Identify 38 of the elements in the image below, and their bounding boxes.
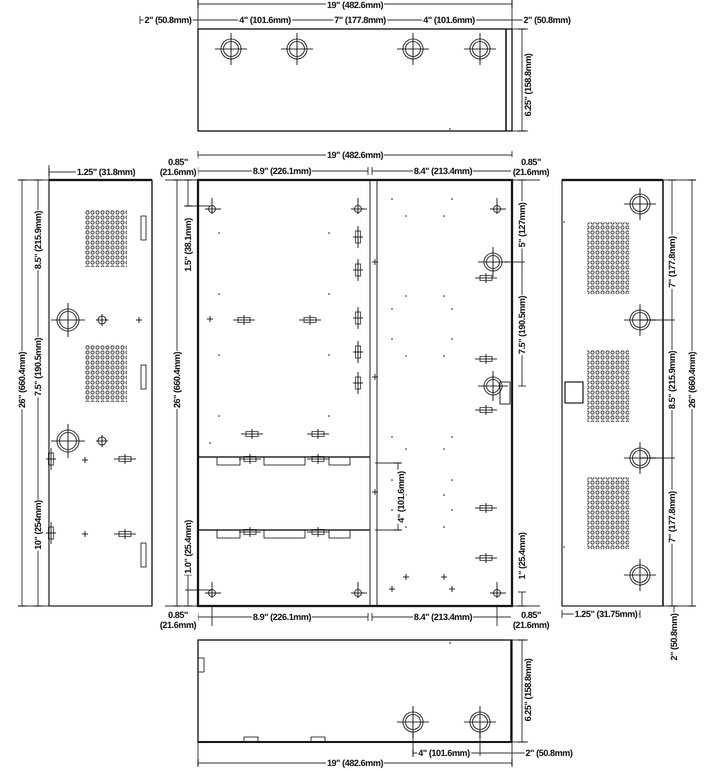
dimension-label: 7.5" (190.5mm) (517, 294, 527, 356)
dimension-label: 1.0" (25.4mm) (183, 519, 193, 575)
dimension-label: 4" (101.6mm) (417, 748, 471, 758)
dimension-label: 5" (127mm) (517, 202, 527, 248)
dimension-label: 19" (482.6mm) (326, 758, 384, 768)
dimension-label: 26" (660.4mm) (172, 350, 182, 410)
dimension-label: 10" (254mm) (33, 499, 43, 551)
dimension-label: 8.5" (215.9mm) (667, 350, 677, 410)
dimension-label: 4" (101.6mm) (396, 470, 406, 524)
dimension-label: 7" (177.8mm) (667, 490, 677, 544)
dimension-label: 7.5" (190.5mm) (33, 336, 43, 398)
dimension-label: 8.9" (226.1mm) (252, 612, 312, 622)
dimension-label: 0.85" (21.6mm) (511, 610, 551, 630)
dimension-label: 2" (50.8mm) (669, 612, 679, 662)
dimension-label: 8.4" (213.4mm) (412, 612, 474, 622)
dimension-label: 19" (482.6mm) (326, 0, 384, 10)
dimension-label: 8.4" (213.4mm) (412, 166, 474, 176)
dimension-label: 0.85" (21.6mm) (511, 157, 551, 177)
dimension-label: 0.85" (21.6mm) (158, 610, 198, 630)
dimension-label: 1.25" (31.75mm) (574, 609, 638, 619)
dimension-label: 6.25" (158.8mm) (523, 658, 533, 722)
dimension-label: 2" (50.8mm) (522, 15, 572, 25)
dimension-label: 4" (101.6mm) (422, 15, 476, 25)
dimension-label: 1.5" (38.1mm) (183, 217, 193, 273)
dimension-label: 2" (50.8mm) (524, 748, 574, 758)
dimension-label: 1.25" (31.8mm) (76, 167, 136, 177)
dimension-label: 0.85" (21.6mm) (158, 157, 198, 177)
dimension-label: 8.5" (215.9mm) (33, 210, 43, 270)
dimension-label: 19" (482.6mm) (326, 150, 384, 160)
dimension-label: 26" (660.4mm) (687, 350, 697, 410)
dimension-label: 6.25" (158.8mm) (523, 52, 533, 118)
dimension-label: 4" (101.6mm) (238, 15, 292, 25)
dimension-label: 2" (50.8mm) (144, 15, 192, 25)
dimension-label: 1" (25.4mm) (517, 532, 527, 580)
dimension-label: 7" (177.8mm) (333, 15, 387, 25)
dimension-label: 7" (177.8mm) (667, 235, 677, 289)
dimension-label: 26" (660.4mm) (17, 350, 27, 410)
dimension-label: 8.9" (226.1mm) (252, 166, 312, 176)
